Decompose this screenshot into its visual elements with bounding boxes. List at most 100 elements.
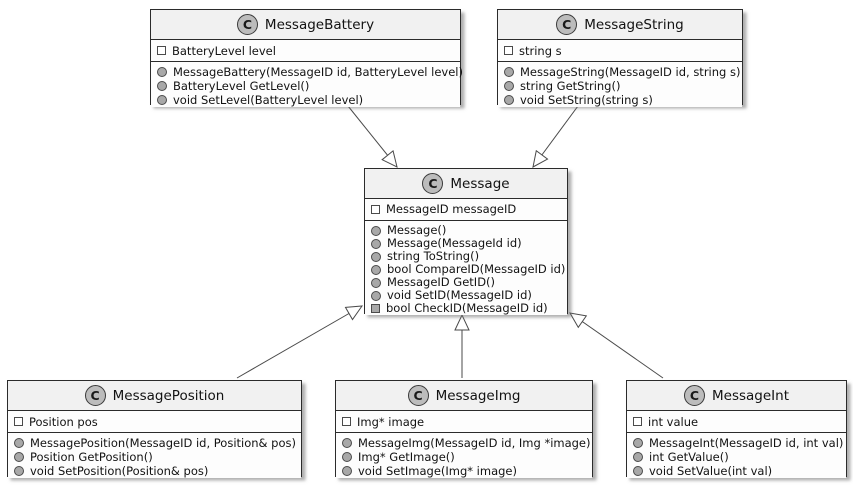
method-row: Position GetPosition() bbox=[14, 450, 295, 464]
class-header: C MessageImg bbox=[336, 381, 592, 411]
public-method-icon bbox=[157, 67, 167, 77]
class-header: C MessagePosition bbox=[8, 381, 301, 411]
method-text: bool CheckID(MessageID id) bbox=[386, 301, 548, 315]
method-row: void SetImage(Img* image) bbox=[342, 464, 586, 478]
public-method-icon bbox=[504, 67, 514, 77]
class-name: MessageImg bbox=[435, 387, 521, 404]
method-row: string ToString() bbox=[371, 250, 561, 263]
public-method-icon bbox=[371, 264, 381, 275]
method-text: MessageBattery(MessageID id, BatteryLeve… bbox=[173, 65, 463, 79]
class-badge-icon: C bbox=[684, 385, 705, 406]
field-icon bbox=[504, 46, 513, 55]
method-text: MessageImg(MessageID id, Img *image) bbox=[358, 436, 591, 450]
fields-compartment: MessageID messageID bbox=[365, 199, 567, 221]
class-header: C MessageInt bbox=[627, 381, 846, 411]
public-method-icon bbox=[157, 95, 167, 105]
method-text: void SetLevel(BatteryLevel level) bbox=[173, 93, 364, 107]
method-row: void SetPosition(Position& pos) bbox=[14, 464, 295, 478]
methods-compartment: MessageImg(MessageID id, Img *image) Img… bbox=[336, 433, 592, 478]
method-text: BatteryLevel GetLevel() bbox=[173, 79, 310, 93]
method-row: Message(MessageId id) bbox=[371, 237, 561, 250]
class-header: C MessageString bbox=[498, 10, 742, 40]
class-badge-icon: C bbox=[236, 14, 258, 35]
field-text: BatteryLevel level bbox=[172, 43, 276, 58]
class-messageimg: C MessageImg Img* image MessageImg(Messa… bbox=[335, 380, 593, 478]
public-method-icon bbox=[633, 438, 643, 448]
method-text: void SetValue(int val) bbox=[649, 464, 773, 478]
class-name: MessageInt bbox=[712, 387, 789, 404]
method-row: BatteryLevel GetLevel() bbox=[157, 79, 454, 93]
fields-compartment: Img* image bbox=[336, 411, 592, 433]
method-row: MessageInt(MessageID id, int val) bbox=[633, 436, 844, 450]
fields-compartment: Position pos bbox=[8, 411, 301, 433]
class-badge-icon: C bbox=[407, 385, 429, 406]
class-name: MessageString bbox=[584, 16, 684, 33]
method-text: void SetPosition(Position& pos) bbox=[30, 464, 209, 478]
method-row: int GetValue() bbox=[633, 450, 840, 464]
method-text: Img* GetImage() bbox=[358, 450, 455, 464]
public-method-icon bbox=[14, 438, 24, 448]
method-row: MessageID GetID() bbox=[371, 276, 561, 289]
method-text: int GetValue() bbox=[649, 450, 729, 464]
edge-messageint-extends-message bbox=[569, 312, 664, 379]
method-row: Img* GetImage() bbox=[342, 450, 586, 464]
field-text: Img* image bbox=[357, 414, 425, 429]
method-text: Message() bbox=[387, 223, 447, 237]
public-method-icon bbox=[14, 452, 24, 462]
public-method-icon bbox=[371, 225, 381, 236]
fields-compartment: string s bbox=[498, 40, 742, 62]
methods-compartment: Message() Message(MessageId id) string T… bbox=[365, 221, 567, 315]
method-row: Message() bbox=[371, 224, 561, 237]
field-row: MessageID messageID bbox=[371, 203, 561, 216]
field-row: int value bbox=[633, 415, 840, 429]
method-text: MessagePosition(MessageID id, Position& … bbox=[30, 436, 296, 450]
method-row: string GetString() bbox=[504, 79, 736, 93]
public-method-icon bbox=[371, 277, 381, 288]
class-messagebattery: C MessageBattery BatteryLevel level Mess… bbox=[150, 9, 463, 107]
method-text: void SetString(string s) bbox=[520, 93, 653, 107]
class-name: MessageBattery bbox=[264, 16, 375, 33]
method-text: void SetID(MessageID id) bbox=[387, 288, 532, 302]
field-text: int value bbox=[648, 414, 699, 429]
method-text: MessageInt(MessageID id, int val) bbox=[649, 436, 844, 450]
field-icon bbox=[14, 417, 23, 426]
fields-compartment: int value bbox=[627, 411, 846, 433]
public-method-icon bbox=[633, 452, 643, 462]
method-row: bool CompareID(MessageID id) bbox=[371, 263, 565, 276]
class-header: C MessageBattery bbox=[151, 10, 460, 40]
class-badge-icon: C bbox=[422, 173, 444, 194]
class-badge-icon: C bbox=[556, 14, 578, 35]
public-method-icon bbox=[371, 238, 381, 249]
class-header: C Message bbox=[365, 169, 567, 199]
method-text: Message(MessageId id) bbox=[387, 236, 522, 250]
methods-compartment: MessageInt(MessageID id, int val) int Ge… bbox=[627, 433, 846, 478]
method-row: bool CheckID(MessageID id) bbox=[371, 302, 561, 315]
edge-messagebattery-extends-message bbox=[347, 105, 398, 168]
field-row: string s bbox=[504, 44, 736, 58]
methods-compartment: MessagePosition(MessageID id, Position& … bbox=[8, 433, 301, 478]
class-name: Message bbox=[450, 175, 510, 192]
edge-messageposition-extends-message bbox=[236, 305, 364, 379]
public-method-icon bbox=[14, 466, 24, 476]
methods-compartment: MessageBattery(MessageID id, BatteryLeve… bbox=[151, 62, 463, 107]
method-text: string GetString() bbox=[520, 79, 621, 93]
method-text: MessageString(MessageID id, string s) bbox=[520, 65, 741, 79]
field-icon bbox=[157, 46, 166, 55]
methods-compartment: MessageString(MessageID id, string s) st… bbox=[498, 62, 742, 107]
public-method-icon bbox=[371, 290, 381, 301]
method-text: Position GetPosition() bbox=[30, 450, 153, 464]
public-method-icon bbox=[342, 466, 352, 476]
public-method-icon bbox=[342, 438, 352, 448]
field-row: BatteryLevel level bbox=[157, 44, 454, 58]
method-text: void SetImage(Img* image) bbox=[358, 464, 517, 478]
method-row: void SetValue(int val) bbox=[633, 464, 840, 478]
public-method-icon bbox=[157, 81, 167, 91]
public-method-icon bbox=[504, 81, 514, 91]
field-icon bbox=[342, 417, 351, 426]
method-text: bool CompareID(MessageID id) bbox=[387, 262, 566, 276]
field-row: Position pos bbox=[14, 415, 295, 429]
class-badge-icon: C bbox=[84, 385, 106, 406]
method-row: MessageBattery(MessageID id, BatteryLeve… bbox=[157, 65, 463, 79]
edge-messagestring-extends-message bbox=[532, 105, 579, 168]
